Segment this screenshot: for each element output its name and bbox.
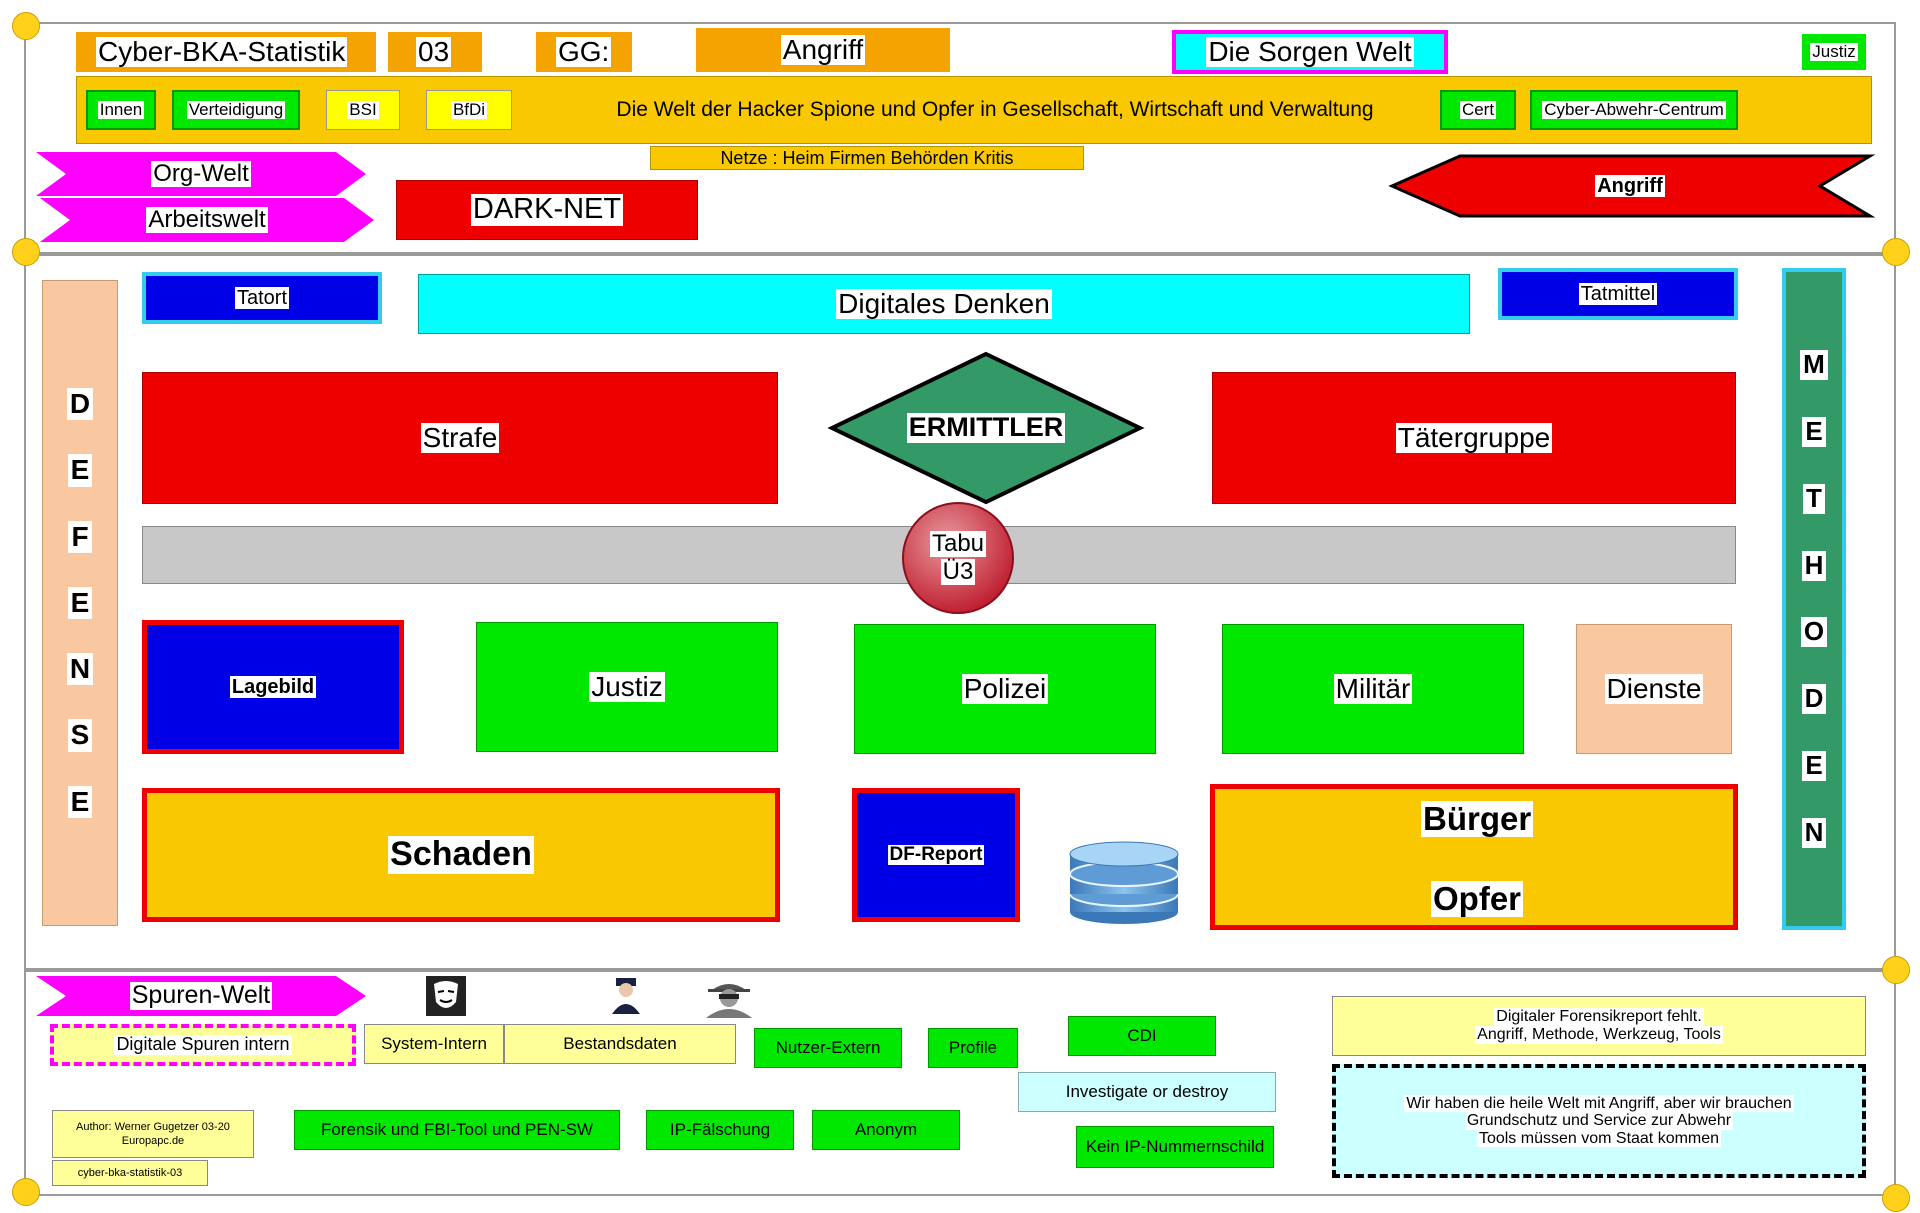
banner-text: Die Welt der Hacker Spione und Opfer in … xyxy=(616,98,1374,121)
methoden-letter: M xyxy=(1800,350,1828,381)
tag-bsi: BSI xyxy=(326,90,400,130)
dienste-box: Dienste xyxy=(1576,624,1732,754)
forensik-box: Forensik und FBI-Tool und PEN-SW xyxy=(294,1110,620,1150)
angriff-arrow: Angriff xyxy=(1595,175,1665,197)
tatmittel-box: Tatmittel xyxy=(1498,268,1738,320)
corner-dot-left-1 xyxy=(12,238,40,266)
org-welt-arrow: Org-Welt xyxy=(151,159,251,188)
schaden-box: Schaden xyxy=(142,788,780,922)
corner-dot-bottom-left xyxy=(12,1178,40,1206)
dark-net-box: DARK-NET xyxy=(396,180,698,240)
sorgen-welt-label: Die Sorgen Welt xyxy=(1206,35,1414,68)
defense-letter: N xyxy=(66,653,94,686)
justiz-box: Justiz xyxy=(476,622,778,752)
defense-letter: E xyxy=(67,454,93,487)
tatort-box: Tatort xyxy=(142,272,382,324)
spy-hacker-icon xyxy=(706,984,752,1018)
defense-letter: E xyxy=(67,586,93,620)
tabu-circle: Tabu Ü3 xyxy=(902,502,1014,614)
methoden-letter: O xyxy=(1800,617,1828,648)
taetergruppe-box: Tätergruppe xyxy=(1212,372,1736,504)
defense-bar: D E F E N S E xyxy=(42,280,118,926)
ermittler-diamond: ERMITTLER xyxy=(906,412,1066,443)
cdi-box: CDI xyxy=(1068,1016,1216,1056)
defense-letter: F xyxy=(68,520,92,553)
digitales-denken-box: Digitales Denken xyxy=(418,274,1470,334)
database-icon xyxy=(1069,841,1179,924)
tag-cert: Cert xyxy=(1440,90,1516,130)
buerger-opfer-box: Bürger Opfer xyxy=(1210,784,1738,930)
ip-faelschung-box: IP-Fälschung xyxy=(646,1110,794,1150)
spuren-welt-arrow: Spuren-Welt xyxy=(129,981,273,1010)
corner-dot-right-1 xyxy=(1882,238,1910,266)
sorgen-welt-box: Die Sorgen Welt xyxy=(1172,30,1448,74)
system-intern-box: System-Intern xyxy=(364,1024,504,1064)
gg-box: GG: xyxy=(536,32,632,72)
netze-label: Netze : Heim Firmen Behörden Kritis xyxy=(720,147,1014,168)
methoden-letter: E xyxy=(1802,416,1826,448)
profile-box: Profile xyxy=(928,1028,1018,1068)
title-box: Cyber-BKA-Statistik xyxy=(76,32,376,72)
angriff-header-box: Angriff xyxy=(696,28,950,72)
kein-ip-box: Kein IP-Nummernschild xyxy=(1076,1126,1274,1168)
methoden-bar: M E T H O D E N xyxy=(1782,268,1846,930)
forensikreport-box: Digitaler Forensikreport fehlt. Angriff,… xyxy=(1332,996,1866,1056)
tag-cyber-abwehr-centrum: Cyber-Abwehr-Centrum xyxy=(1530,90,1738,130)
tag-innen: Innen xyxy=(86,90,156,130)
defense-letter: E xyxy=(67,785,93,818)
justiz-header-label: Justiz xyxy=(1810,41,1858,62)
top-frame xyxy=(24,22,1896,254)
title-label: Cyber-BKA-Statistik xyxy=(96,35,348,68)
author-box: Author: Werner Gugetzer 03-20 Europapc.d… xyxy=(52,1110,254,1158)
anonymous-mask-icon xyxy=(426,976,466,1016)
justiz-header-box: Justiz xyxy=(1802,34,1866,70)
methoden-letter: D xyxy=(1801,683,1827,715)
banner-text-area: Die Welt der Hacker Spione und Opfer in … xyxy=(560,90,1430,130)
polizei-box: Polizei xyxy=(854,624,1156,754)
corner-dot-right-2 xyxy=(1882,956,1910,984)
methoden-letter: T xyxy=(1803,483,1825,514)
nutzer-extern-box: Nutzer-Extern xyxy=(754,1028,902,1068)
file-name-box: cyber-bka-statistik-03 xyxy=(52,1160,208,1186)
defense-letter: D xyxy=(66,388,94,421)
buerger-label: Bürger xyxy=(1421,800,1534,838)
main-frame xyxy=(24,254,1896,970)
tag-verteidigung: Verteidigung xyxy=(172,90,300,130)
netze-box: Netze : Heim Firmen Behörden Kritis xyxy=(650,146,1084,170)
tag-bfdi: BfDi xyxy=(426,90,512,130)
lagebild-box: Lagebild xyxy=(142,620,404,754)
defense-letter: S xyxy=(67,719,93,752)
bottom-frame xyxy=(24,970,1896,1196)
note-box: Wir haben die heile Welt mit Angriff, ab… xyxy=(1332,1064,1866,1178)
bestandsdaten-box: Bestandsdaten xyxy=(504,1024,736,1064)
corner-dot-top-left xyxy=(12,12,40,40)
angriff-header-label: Angriff xyxy=(780,33,866,66)
police-officer-icon xyxy=(612,978,640,1014)
opfer-label: Opfer xyxy=(1431,880,1524,918)
gg-label: GG: xyxy=(556,35,612,68)
investigate-box: Investigate or destroy xyxy=(1018,1072,1276,1112)
digitale-spuren-box: Digitale Spuren intern xyxy=(50,1024,356,1066)
methoden-letter: N xyxy=(1801,817,1827,848)
methoden-letter: H xyxy=(1801,550,1827,581)
militaer-box: Militär xyxy=(1222,624,1524,754)
arbeitswelt-arrow: Arbeitswelt xyxy=(146,205,268,234)
corner-dot-bottom-right xyxy=(1882,1184,1910,1212)
number-label: 03 xyxy=(416,35,452,68)
anonym-box: Anonym xyxy=(812,1110,960,1150)
strafe-box: Strafe xyxy=(142,372,778,504)
methoden-letter: E xyxy=(1802,750,1826,781)
number-box: 03 xyxy=(388,32,482,72)
df-report-box: DF-Report xyxy=(852,788,1020,922)
